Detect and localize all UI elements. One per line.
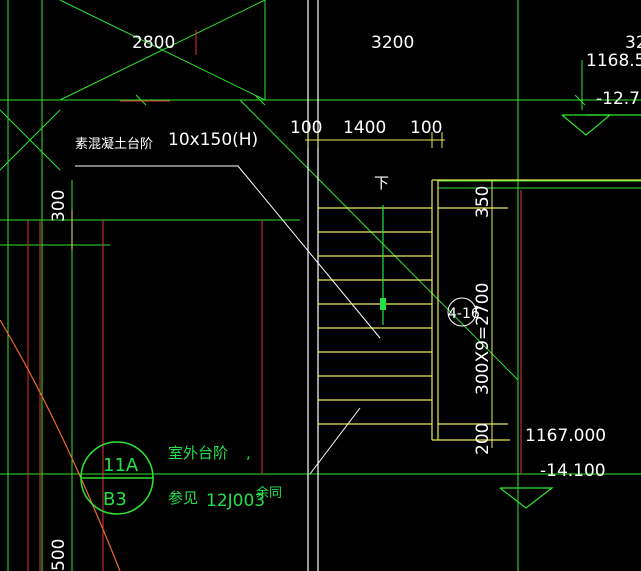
detail-bubble (80, 441, 154, 515)
walls (27, 30, 522, 571)
diagonal-2 (59, 0, 266, 101)
step-size-label: 10x150(H) (168, 130, 258, 150)
column-outline (307, 0, 319, 571)
tick-c (574, 94, 586, 106)
down-arrow (380, 205, 386, 325)
dim-right-2700: 300X9=2700 (473, 283, 493, 395)
down-label: 下 (374, 174, 389, 192)
elevation-triangle-bottom (499, 487, 554, 509)
ref-suffix: 余同 (256, 485, 282, 501)
ref-atlas: 12J003 (206, 491, 265, 511)
elevation-top-abs: 1168.50 (586, 51, 641, 71)
elevation-bottom-rel: -14.100 (540, 461, 606, 481)
elevation-bottom-abs: 1167.000 (525, 426, 606, 446)
section-mark-label: 4-16 (448, 306, 480, 322)
ref-line-1: 室外台阶 (168, 444, 228, 462)
dim-stair-100-right: 100 (410, 118, 442, 138)
dim-left-500: 500 (49, 539, 69, 571)
diagonal-4 (0, 109, 61, 171)
dim-left-300: 300 (49, 190, 69, 222)
elevation-top-rel: -12.7 (596, 89, 640, 109)
dim-stair-1400: 1400 (343, 118, 386, 138)
material-leader (75, 165, 381, 339)
elevation-triangle-top (561, 114, 612, 136)
curve-line (0, 319, 121, 571)
step-material-label: 素混凝土台阶 (75, 136, 153, 152)
dim-top-2800: 2800 (132, 33, 175, 53)
leader-lines (75, 165, 477, 475)
dim-top-32: 32 (625, 33, 641, 53)
elevation-markers (499, 114, 641, 509)
detail-number: 11A (103, 455, 139, 476)
section-circle (447, 297, 477, 327)
ref-leader (309, 407, 361, 475)
dim-stair-100-left: 100 (290, 118, 322, 138)
down-arrow-head (380, 298, 386, 310)
dim-right-350: 350 (473, 186, 493, 218)
stair-treads (318, 179, 641, 441)
ref-line-2: 参见 (168, 489, 198, 507)
diagonal-5 (239, 99, 519, 381)
detail-sheet: B3 (103, 489, 127, 510)
tick-b (254, 94, 266, 106)
ref-comma: , (246, 444, 251, 462)
dimension-lines (71, 132, 493, 448)
dim-right-200: 200 (473, 423, 493, 455)
tick-a (135, 94, 147, 106)
dim-top-3200: 3200 (371, 33, 414, 53)
